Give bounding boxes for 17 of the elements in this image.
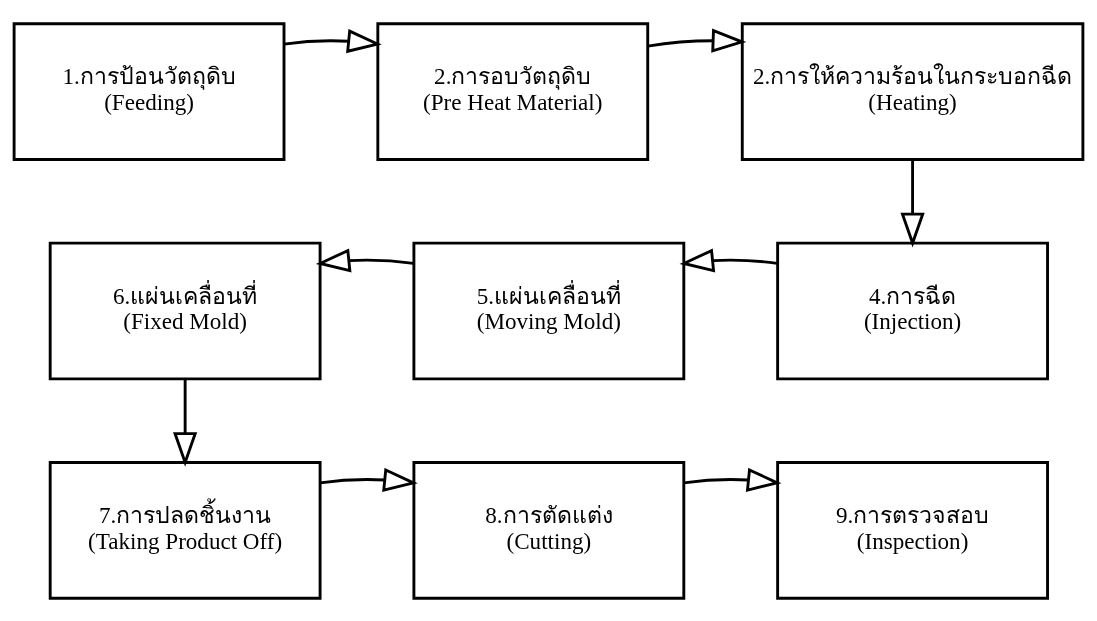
arrow: [683, 467, 782, 492]
node-box: 2.การอบวัตถุดิบ (Pre Heat Material): [376, 21, 650, 161]
node-box: 8.การตัดแต่ง (Cutting): [412, 460, 686, 600]
arrow: [173, 378, 198, 467]
arrow: [647, 28, 747, 53]
node-box: 4.การฉีด (Injection): [776, 241, 1049, 380]
arrow: [679, 247, 778, 273]
node-box: 5.แผ่นเคลื่อนที่ (Moving Mold): [412, 241, 686, 380]
arrow: [315, 247, 414, 273]
node-box: 2.การให้ความร้อนในกระบอกฉีด (Heating): [740, 21, 1085, 161]
node-box: 9.การตรวจสอบ (Inspection): [776, 460, 1049, 600]
arrow: [283, 28, 382, 53]
arrow: [900, 159, 925, 247]
arrow: [319, 467, 418, 492]
node-box: 1.การป้อนวัตถุดิบ (Feeding): [12, 21, 286, 161]
node-box: 6.แผ่นเคลื่อนที่ (Fixed Mold): [48, 241, 322, 380]
node-box: 7.การปลดชิ้นงาน (Taking Product Off): [48, 460, 322, 600]
